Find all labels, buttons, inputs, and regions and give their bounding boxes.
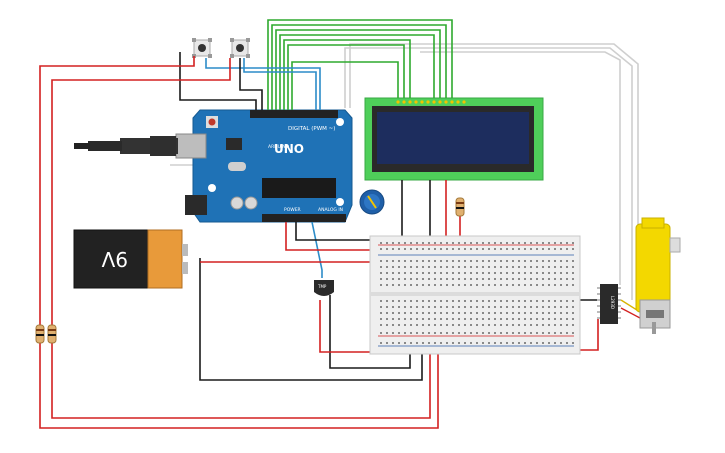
ground-wires bbox=[179, 52, 600, 381]
arduino-uno-board[interactable]: DIGITAL (PWM ~) UNO ARDUINO POWER ANALOG… bbox=[175, 109, 353, 223]
battery-label: 9V bbox=[101, 247, 128, 271]
lcd-data-wires bbox=[267, 19, 453, 110]
resistor-1[interactable] bbox=[35, 324, 45, 344]
breadboard[interactable] bbox=[369, 235, 581, 355]
usb-cable bbox=[74, 136, 178, 156]
digital-header-label: DIGITAL (PWM ~) bbox=[288, 126, 335, 132]
temperature-sensor[interactable]: TMP bbox=[314, 280, 334, 296]
battery-9v[interactable]: 9V bbox=[73, 229, 188, 289]
sensor-label: TMP bbox=[317, 284, 327, 289]
analog-header-label: ANALOG IN bbox=[318, 207, 343, 213]
button-signal-wires bbox=[205, 58, 323, 278]
driver-label: L293D bbox=[610, 296, 615, 309]
resistor-3[interactable] bbox=[455, 197, 465, 217]
board-model-label: UNO bbox=[274, 142, 304, 156]
board-maker-label: ARDUINO bbox=[268, 144, 290, 150]
pushbutton-2[interactable] bbox=[230, 38, 250, 58]
resistor-2[interactable] bbox=[47, 324, 57, 344]
potentiometer[interactable] bbox=[359, 189, 385, 215]
pushbutton-1[interactable] bbox=[192, 38, 212, 58]
dc-motor[interactable] bbox=[635, 217, 681, 334]
motor-driver-ic[interactable]: L293D bbox=[597, 284, 621, 324]
power-header-label: POWER bbox=[284, 207, 301, 213]
lcd-display[interactable] bbox=[364, 97, 544, 181]
breadboard-holes bbox=[380, 242, 574, 344]
